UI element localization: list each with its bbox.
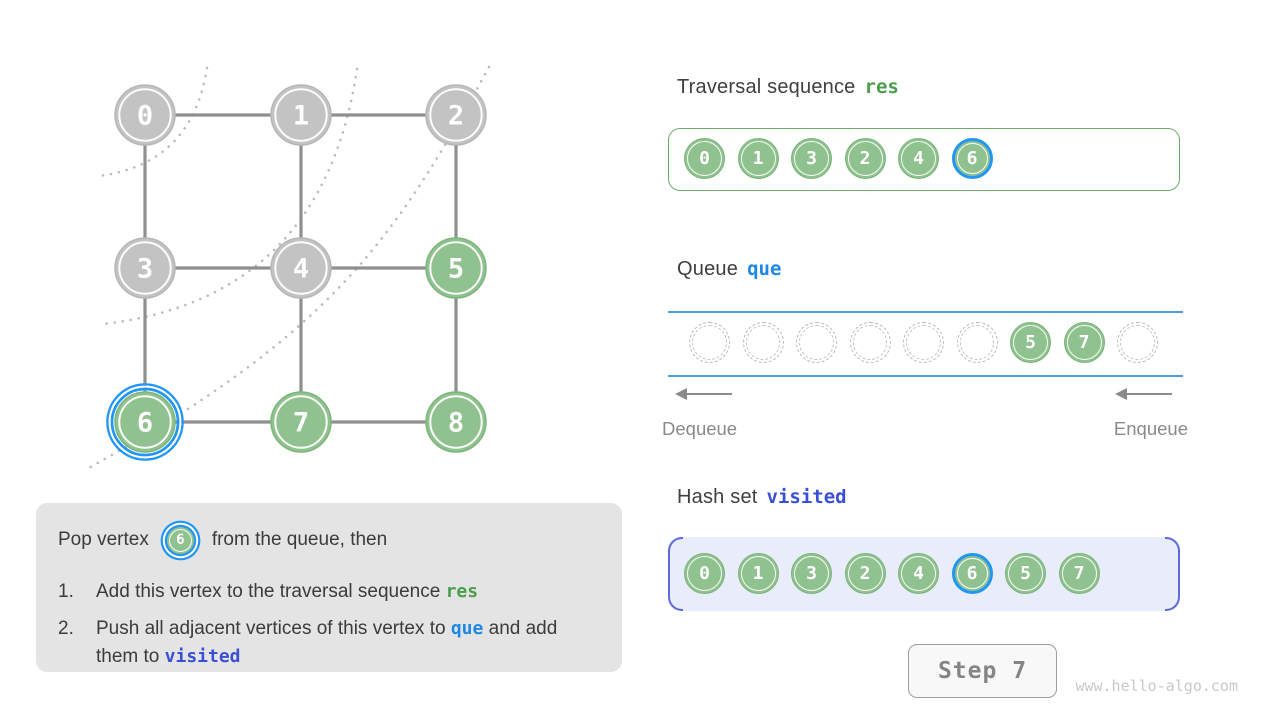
vertex-chip-1: 1 (737, 553, 779, 594)
enqueue-arrow-icon (1115, 388, 1173, 400)
queue-slot-empty (742, 322, 784, 363)
graph-vertex-3: 3 (114, 237, 176, 299)
graph-vertex-4: 4 (270, 237, 332, 299)
svg-text:6: 6 (137, 408, 153, 439)
current-outer-ring-icon (106, 383, 184, 461)
current-gap-ring-icon (108, 385, 182, 459)
svg-text:1: 1 (293, 101, 309, 132)
info-text: from the queue, then (211, 529, 388, 550)
queue-slot-empty (689, 322, 730, 363)
queue-slot-empty (796, 322, 837, 363)
vertex-chip-4: 4 (898, 553, 939, 594)
vertex-chip-7: 7 (1058, 553, 1100, 594)
info-code-token: res (445, 581, 479, 602)
info-instruction-line: Pop vertex 6 from the queue, then (58, 519, 602, 561)
dequeue-arrow-icon (675, 388, 733, 400)
info-text: Add this vertex to the traversal sequenc… (96, 581, 446, 602)
info-step-content: Add this vertex to the traversal sequenc… (96, 578, 601, 606)
graph-vertex-6: 6 (106, 383, 184, 461)
visited-code-token: visited (766, 486, 847, 508)
queue-slot-empty (849, 322, 891, 363)
res-section-title: Traversal sequence res (677, 76, 899, 99)
svg-text:2: 2 (448, 101, 464, 132)
visited-right-bracket (1165, 537, 1180, 611)
info-code-token: visited (164, 646, 241, 667)
queue-title-text: Queue (677, 258, 739, 280)
queue-slot-empty (1117, 322, 1158, 363)
step-button[interactable]: Step 7 (908, 644, 1057, 698)
vertex-chip-1: 1 (737, 138, 779, 179)
vertex-chip-5: 5 (1010, 322, 1051, 363)
graph-vertex-5: 5 (425, 237, 487, 299)
info-steps-list: 1. Add this vertex to the traversal seque… (58, 578, 602, 671)
info-step-number: 2. (58, 618, 74, 639)
visited-title-text: Hash set (677, 486, 758, 508)
vertex-chip-0: 0 (684, 553, 725, 594)
res-code-token: res (864, 76, 899, 98)
visited-section-title: Hash set visited (677, 486, 847, 509)
queue-section-title: Queue que (677, 258, 781, 281)
current-inner-ring-icon (110, 387, 180, 457)
vertex-chip-0: 0 (684, 138, 725, 179)
queue-bottom-line (668, 375, 1183, 377)
svg-text:8: 8 (448, 408, 464, 439)
info-text: and add them to (96, 618, 563, 667)
res-title-text: Traversal sequence (677, 76, 856, 98)
info-code-token: que (450, 618, 484, 639)
svg-text:3: 3 (137, 254, 153, 285)
graph-vertex-8: 8 (425, 391, 487, 453)
info-step-content: Push all adjacent vertices of this verte… (96, 615, 601, 671)
vertex-chip-3: 3 (791, 138, 832, 179)
queue-slot-empty (903, 322, 944, 363)
popped-vertex-chip: 6 (166, 526, 194, 554)
dequeue-label: Dequeue (662, 418, 738, 439)
graph-vertex-1: 1 (270, 84, 332, 146)
enqueue-label: Enqueue (1113, 418, 1188, 439)
visited-left-bracket (668, 537, 683, 611)
vertex-chip-5: 5 (1005, 553, 1046, 594)
info-step-number: 1. (58, 581, 74, 602)
info-box: Pop vertex 6 from the queue, then 1. Add th… (36, 503, 622, 672)
vertex-chip-2: 2 (844, 553, 886, 594)
queue-code-token: que (747, 258, 782, 280)
graph-vertex-2: 2 (425, 84, 487, 146)
level-arc-icon (97, 66, 209, 178)
queue-top-line (668, 311, 1183, 313)
svg-text:4: 4 (293, 254, 309, 285)
vertex-chip-6-current: 6 (951, 553, 993, 594)
info-step-item: 1. Add this vertex to the traversal seque… (58, 578, 602, 606)
info-step-item: 2. Push all adjacent vertices of this ver… (58, 615, 602, 671)
svg-text:5: 5 (448, 254, 464, 285)
vertex-chip-2: 2 (844, 138, 886, 179)
vertex-chip-4: 4 (898, 138, 939, 179)
vertex-chip-3: 3 (791, 553, 832, 594)
vertex-chip-7: 7 (1063, 322, 1105, 363)
info-text: Pop vertex (58, 529, 149, 550)
info-text: Push all adjacent vertices of this verte… (96, 618, 451, 639)
svg-text:7: 7 (293, 408, 309, 439)
graph-vertex-7: 7 (270, 391, 332, 453)
svg-text:0: 0 (137, 101, 153, 132)
queue-slot-empty (956, 322, 998, 363)
vertex-chip-6-current: 6 (951, 138, 993, 179)
watermark: www.hello-algo.com (1075, 677, 1238, 695)
graph-svg: 0 1 2 3 4 5 6 7 8 (83, 65, 491, 472)
graph-vertex-0: 0 (114, 84, 176, 146)
